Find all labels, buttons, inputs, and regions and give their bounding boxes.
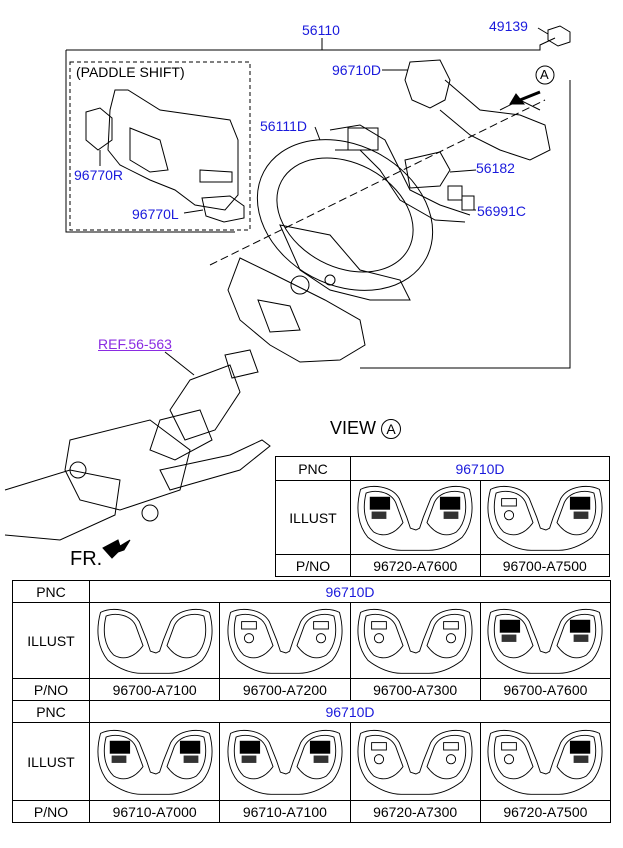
part-number: 96710-A7000 (88, 800, 221, 823)
label-56991C: 56991C (477, 203, 527, 219)
pno-header: P/NO (12, 678, 90, 701)
label-96770L: 96770L (132, 206, 179, 222)
part-number: 96700-A7200 (219, 678, 351, 701)
pnc-header: PNC (12, 580, 90, 603)
view-a-parts-table: PNC 96710D ILLUST P/NO 96720-A7600 96700… (275, 456, 610, 577)
part-number: 96700-A7500 (479, 554, 610, 577)
switch-illustration (349, 722, 481, 801)
part-number: 96700-A7300 (349, 678, 481, 701)
view-a-text: VIEW (330, 418, 377, 438)
switch-illustration (349, 602, 481, 679)
label-49139: 49139 (489, 18, 528, 34)
switch-parts-table: PNC 96710D ILLUST P/NO 96700-A7100 96700… (12, 580, 612, 823)
switch-illustration (479, 602, 612, 679)
switch-illustration (479, 722, 612, 801)
switch-illustration (219, 602, 351, 679)
illust-header: ILLUST (12, 722, 90, 801)
pnc-value: 96710D (350, 456, 610, 481)
callout-a-letter: A (540, 67, 549, 82)
part-number: 96720-A7300 (349, 800, 481, 823)
front-direction-label: FR. (70, 548, 103, 570)
steering-assembly-drawing (4, 25, 571, 559)
part-number: 96720-A7500 (479, 800, 612, 823)
label-56110: 56110 (302, 22, 340, 38)
ref-link-56-563[interactable]: REF.56-563 (98, 336, 172, 352)
label-paddle-shift: (PADDLE SHIFT) (76, 64, 185, 80)
switch-illustration (88, 602, 221, 679)
pnc-header: PNC (12, 700, 90, 723)
pno-header: P/NO (12, 800, 90, 823)
switch-illustration (219, 722, 351, 801)
view-a-circle: A (381, 419, 402, 440)
switch-illustration (350, 480, 481, 555)
switch-illustration (479, 480, 610, 555)
pnc-header: PNC (275, 456, 351, 481)
label-56111D: 56111D (260, 118, 307, 134)
pnc-value: 96710D (89, 580, 611, 603)
pnc-value: 96710D (89, 700, 611, 723)
pno-header: P/NO (275, 554, 351, 577)
part-number: 96720-A7600 (350, 554, 481, 577)
label-96710D: 96710D (332, 62, 382, 78)
label-96770R: 96770R (74, 167, 124, 183)
illust-header: ILLUST (275, 480, 351, 555)
view-a-title: VIEW A (330, 418, 402, 440)
illust-header: ILLUST (12, 602, 90, 679)
part-number: 96710-A7100 (219, 800, 351, 823)
switch-illustration (88, 722, 221, 801)
part-number: 96700-A7600 (479, 678, 612, 701)
part-number: 96700-A7100 (88, 678, 221, 701)
label-56182: 56182 (476, 160, 515, 176)
